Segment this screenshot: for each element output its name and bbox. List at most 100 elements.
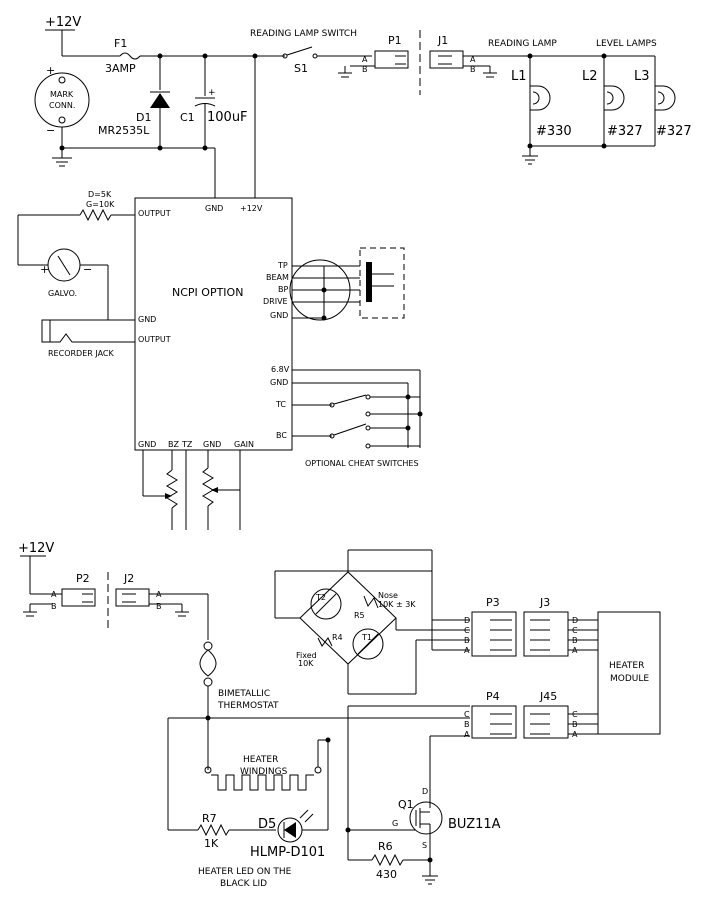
svg-text:BZ: BZ xyxy=(168,440,179,449)
diode-d1: D1 MR2535L xyxy=(98,56,170,148)
ncpi-option-block: NCPI OPTION GND +12V OUTPUT GND OUTPUT T… xyxy=(134,197,293,451)
svg-text:TP: TP xyxy=(277,261,288,270)
svg-text:G: G xyxy=(392,819,398,828)
svg-text:#330: #330 xyxy=(536,124,572,139)
svg-text:Q1: Q1 xyxy=(398,798,414,811)
svg-text:BIMETALLIC: BIMETALLIC xyxy=(218,689,270,699)
lamp-l1: L1 #330 xyxy=(511,56,572,146)
fuse-value: 3AMP xyxy=(105,62,136,75)
svg-text:MARK: MARK xyxy=(50,90,74,99)
fuse-ref: F1 xyxy=(114,37,127,50)
svg-text:MR2535L: MR2535L xyxy=(98,124,150,137)
svg-text:B: B xyxy=(51,602,57,611)
svg-text:6.8V: 6.8V xyxy=(271,365,290,374)
svg-text:G=10K: G=10K xyxy=(86,200,115,209)
svg-text:P4: P4 xyxy=(486,690,500,703)
svg-text:BC: BC xyxy=(276,431,287,440)
connector-p1: P1 A B xyxy=(338,34,409,78)
lamp-l2: L2 #327 xyxy=(582,56,643,146)
svg-text:A: A xyxy=(51,590,57,599)
svg-text:A: A xyxy=(470,55,476,64)
svg-text:B: B xyxy=(464,636,470,645)
svg-text:D: D xyxy=(422,787,428,796)
svg-text:10K ± 3K: 10K ± 3K xyxy=(378,600,416,609)
svg-text:HEATER LED ON THE: HEATER LED ON THE xyxy=(198,867,292,877)
svg-text:READING LAMP: READING LAMP xyxy=(488,39,557,49)
resistor-r7: R7 1K xyxy=(168,812,276,850)
zero-gain-pots xyxy=(142,450,241,530)
svg-text:D5: D5 xyxy=(258,817,276,832)
svg-text:+12V: +12V xyxy=(18,541,54,556)
svg-text:B: B xyxy=(156,602,162,611)
connector-j1: J1 A B xyxy=(429,34,655,78)
svg-text:GND: GND xyxy=(270,378,288,387)
svg-text:L1: L1 xyxy=(511,69,527,84)
svg-text:A: A xyxy=(362,55,368,64)
svg-text:T1: T1 xyxy=(361,633,372,642)
svg-text:C: C xyxy=(464,710,470,719)
svg-text:OUTPUT: OUTPUT xyxy=(138,209,171,218)
svg-text:1K: 1K xyxy=(204,837,219,850)
svg-text:Nose: Nose xyxy=(378,591,398,600)
svg-text:P2: P2 xyxy=(76,572,90,585)
reading-lamp-switch: READING LAMP SWITCH S1 xyxy=(250,29,372,75)
svg-text:+12V: +12V xyxy=(240,204,263,213)
svg-text:HEATER: HEATER xyxy=(243,755,278,765)
svg-text:100uF: 100uF xyxy=(207,110,248,125)
svg-text:D1: D1 xyxy=(136,111,151,124)
svg-text:D=5K: D=5K xyxy=(88,190,112,199)
lamps-section: READING LAMP LEVEL LAMPS L1 #330 L2 #327… xyxy=(488,39,692,165)
cheat-switches: OPTIONAL CHEAT SWITCHES xyxy=(292,369,423,468)
svg-text:B: B xyxy=(362,65,368,74)
lamp-l3: L3 #327 xyxy=(634,56,692,146)
svg-text:J1: J1 xyxy=(437,34,448,47)
svg-text:B: B xyxy=(464,720,470,729)
svg-text:P3: P3 xyxy=(486,596,500,609)
svg-text:R5: R5 xyxy=(354,611,365,620)
svg-text:GND: GND xyxy=(138,440,156,449)
supply-12v-label: +12V xyxy=(45,15,81,30)
svg-text:OPTIONAL CHEAT SWITCHES: OPTIONAL CHEAT SWITCHES xyxy=(305,459,419,468)
svg-text:S: S xyxy=(422,841,427,850)
thermistor-bridge: T2 T1 Nose 10K ± 3K R5 R4 Fixed 10K xyxy=(274,549,470,695)
svg-text:J2: J2 xyxy=(123,572,134,585)
heater-supply: +12V A B xyxy=(18,541,62,617)
svg-text:TZ: TZ xyxy=(181,440,193,449)
svg-text:P1: P1 xyxy=(388,34,402,47)
heater-windings: HEATER WINDINGS xyxy=(204,737,331,830)
svg-text:R4: R4 xyxy=(332,633,343,642)
svg-text:+: + xyxy=(46,64,55,77)
svg-text:Fixed: Fixed xyxy=(296,651,317,660)
svg-text:−: − xyxy=(46,124,55,137)
fuse-f1 xyxy=(119,52,141,60)
svg-text:THERMOSTAT: THERMOSTAT xyxy=(217,701,279,711)
svg-text:+: + xyxy=(208,88,216,98)
svg-text:LEVEL LAMPS: LEVEL LAMPS xyxy=(596,39,657,49)
svg-text:D: D xyxy=(464,616,470,625)
svg-text:R6: R6 xyxy=(378,840,393,853)
svg-text:READING LAMP SWITCH: READING LAMP SWITCH xyxy=(250,29,357,39)
svg-text:GAIN: GAIN xyxy=(234,440,254,449)
connector-j3: J3 D C B A xyxy=(523,596,598,657)
svg-text:J3: J3 xyxy=(539,596,550,609)
svg-text:B: B xyxy=(470,65,476,74)
svg-text:L3: L3 xyxy=(634,69,650,84)
mosfet-q1: Q1 BUZ11A D G S xyxy=(345,736,501,860)
connector-p2: P2 xyxy=(61,572,96,607)
svg-text:430: 430 xyxy=(376,868,397,881)
svg-text:C: C xyxy=(464,626,470,635)
svg-text:BUZ11A: BUZ11A xyxy=(448,817,501,832)
recorder-jack: RECORDER JACK xyxy=(41,319,135,358)
svg-text:GND: GND xyxy=(138,315,156,324)
beam-sensor xyxy=(289,247,405,321)
svg-text:S1: S1 xyxy=(294,62,308,75)
svg-text:T2: T2 xyxy=(315,593,326,602)
svg-text:GND: GND xyxy=(205,204,223,213)
connector-j45: J45 C B A xyxy=(523,690,598,739)
svg-text:+: + xyxy=(40,263,49,276)
svg-text:R7: R7 xyxy=(202,812,217,825)
svg-text:RECORDER JACK: RECORDER JACK xyxy=(48,349,115,358)
connector-p3: P3 D C B A xyxy=(464,596,517,657)
svg-text:A: A xyxy=(464,646,470,655)
